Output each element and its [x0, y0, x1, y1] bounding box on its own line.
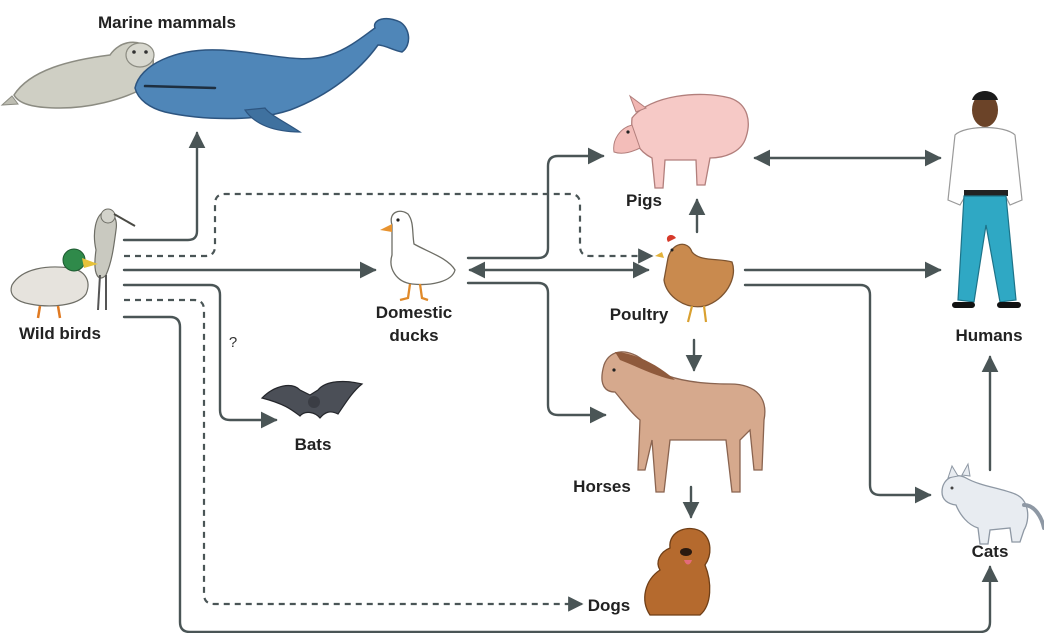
arrow-wildbirds-to-marine: [124, 133, 197, 240]
arrow-ducks-to-horses: [468, 283, 605, 415]
wild-birds-icon: [11, 209, 135, 318]
label-horses: Horses: [573, 477, 631, 496]
domestic-duck-icon: [380, 211, 455, 300]
whale-icon: [135, 19, 409, 132]
label-domestic-ducks-line1: Domestic: [376, 303, 453, 322]
arrow-wildbirds-to-cats: [124, 317, 990, 632]
label-wild-birds: Wild birds: [19, 324, 101, 343]
arrow-wildbirds-to-poultry-dashed: [124, 194, 652, 256]
label-marine-mammals: Marine mammals: [98, 13, 236, 32]
arrow-poultry-to-cats: [745, 285, 930, 495]
uncertain-question-mark: ?: [229, 334, 237, 351]
label-domestic-ducks-line2: ducks: [389, 326, 438, 345]
seal-icon: [2, 42, 154, 108]
label-dogs: Dogs: [588, 596, 631, 615]
arrow-wildbirds-to-bats: [124, 285, 276, 420]
label-cats: Cats: [972, 542, 1009, 561]
horse-icon: [602, 352, 765, 492]
label-poultry: Poultry: [610, 305, 669, 324]
human-icon: [948, 91, 1022, 305]
label-pigs: Pigs: [626, 191, 662, 210]
arrows: [124, 133, 990, 632]
dog-icon: [645, 529, 710, 615]
arrow-wildbirds-to-dogs-dashed: [124, 300, 582, 604]
bat-icon: [262, 382, 362, 418]
pig-icon: [614, 94, 749, 188]
label-humans: Humans: [955, 326, 1022, 345]
arrow-ducks-to-pigs: [468, 156, 603, 258]
cat-icon: [942, 464, 1044, 544]
label-bats: Bats: [295, 435, 332, 454]
